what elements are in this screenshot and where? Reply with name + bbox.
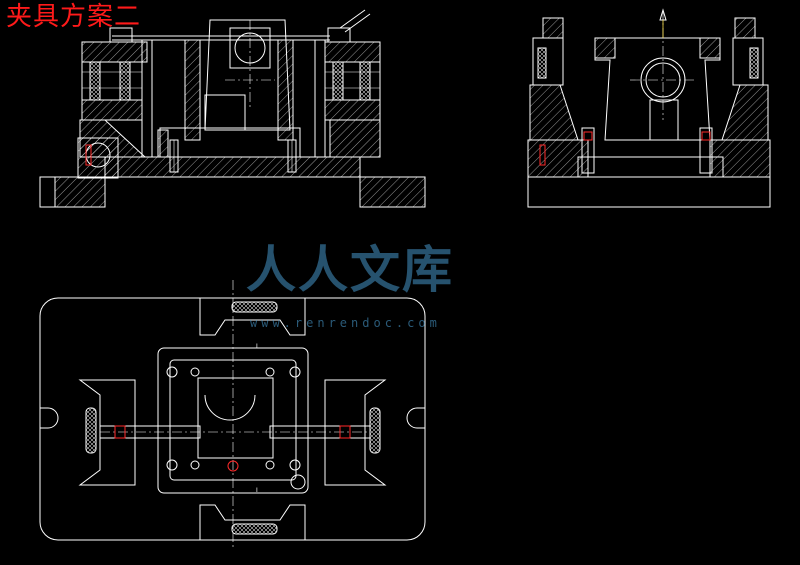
watermark-url: www.renrendoc.com [250, 316, 441, 330]
svg-text:Ⅰ: Ⅰ [256, 487, 258, 494]
plan-view: Ⅰ Ⅰ [39, 280, 426, 550]
front-view [39, 9, 426, 208]
side-view [527, 8, 771, 208]
drawing-title: 夹具方案二 [6, 2, 142, 32]
svg-text:Ⅰ: Ⅰ [256, 343, 258, 350]
watermark-text: 人人文库 [246, 241, 454, 299]
